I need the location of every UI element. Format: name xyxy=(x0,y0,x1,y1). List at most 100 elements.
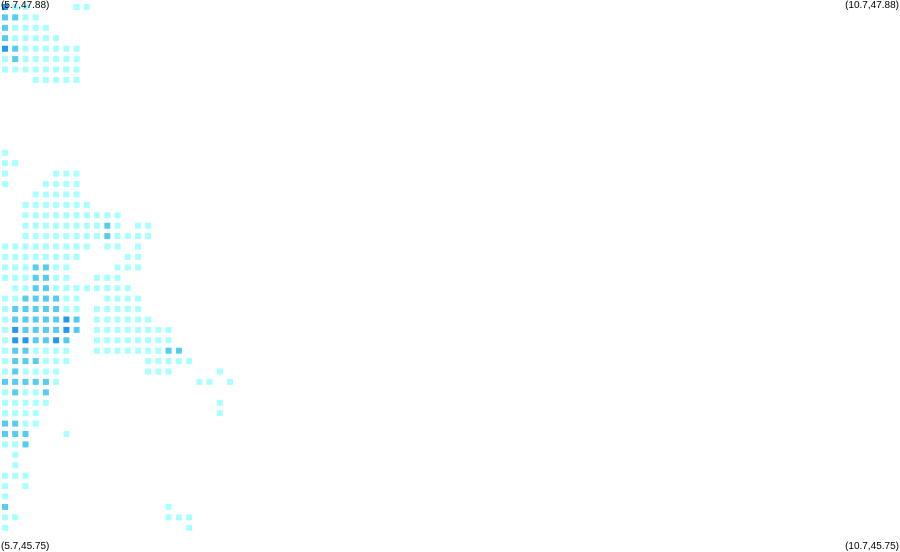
density-cell xyxy=(53,306,60,312)
density-cell xyxy=(83,4,90,10)
density-cell xyxy=(32,212,39,219)
density-cell xyxy=(42,316,49,323)
density-cell xyxy=(32,45,39,52)
density-cell xyxy=(94,212,100,219)
density-cell xyxy=(22,472,29,479)
density-cell xyxy=(73,243,80,250)
density-cell xyxy=(42,378,49,385)
density-cell xyxy=(32,316,39,323)
density-cell xyxy=(175,358,182,365)
density-cell xyxy=(63,254,70,260)
density-cell xyxy=(94,316,100,323)
corner-label-top-left: (5.7,47.88) xyxy=(1,0,50,11)
density-cell xyxy=(32,66,39,73)
density-cell xyxy=(83,243,90,250)
density-cell xyxy=(94,326,100,333)
density-cell xyxy=(145,326,152,333)
density-cell xyxy=(145,222,152,229)
density-cell xyxy=(53,181,60,188)
density-cell xyxy=(2,56,8,63)
density-cell xyxy=(53,222,60,229)
density-cell xyxy=(2,503,8,510)
density-cell xyxy=(73,295,80,302)
density-cell xyxy=(114,222,121,229)
density-cell xyxy=(12,56,19,63)
density-cell xyxy=(83,233,90,240)
density-cell xyxy=(135,306,141,312)
density-cell xyxy=(53,35,60,42)
density-cell xyxy=(94,233,100,240)
density-cell xyxy=(63,201,70,208)
density-cell xyxy=(2,337,8,344)
density-cell xyxy=(63,170,70,177)
density-cell xyxy=(73,76,80,83)
density-cell xyxy=(12,472,19,479)
density-cell xyxy=(22,378,29,385)
density-cell xyxy=(2,431,8,437)
density-cell xyxy=(135,222,141,229)
density-cell xyxy=(53,233,60,240)
density-cell xyxy=(22,431,29,437)
density-cell xyxy=(2,493,8,500)
density-cell xyxy=(32,24,39,31)
density-cell xyxy=(2,14,8,21)
density-cell xyxy=(2,254,8,260)
density-cell xyxy=(104,274,111,281)
density-cell xyxy=(63,191,70,198)
density-cell xyxy=(104,233,111,240)
density-cell xyxy=(12,160,19,167)
density-cell xyxy=(22,274,29,281)
density-cell xyxy=(63,243,70,250)
density-cell xyxy=(63,181,70,188)
density-cell xyxy=(12,451,19,458)
corner-label-top-right: (10.7,47.88) xyxy=(845,0,899,11)
density-cell xyxy=(124,347,131,354)
density-cell xyxy=(2,389,8,396)
density-cell xyxy=(12,24,19,31)
density-cell xyxy=(22,483,29,490)
density-cell xyxy=(12,431,19,437)
density-cell xyxy=(22,24,29,31)
density-cell xyxy=(124,316,131,323)
density-cell xyxy=(32,201,39,208)
density-cell xyxy=(42,181,49,188)
density-cell xyxy=(22,201,29,208)
density-cell xyxy=(104,306,111,312)
density-cell xyxy=(104,316,111,323)
density-cell xyxy=(22,295,29,302)
density-cell xyxy=(165,368,172,375)
density-cell xyxy=(22,399,29,406)
density-cell xyxy=(53,201,60,208)
density-cell xyxy=(22,56,29,63)
density-cell xyxy=(114,233,121,240)
density-cell xyxy=(53,295,60,302)
density-cell xyxy=(12,316,19,323)
density-cell xyxy=(63,295,70,302)
density-cell xyxy=(32,389,39,396)
density-cell xyxy=(124,285,131,292)
density-cell xyxy=(12,326,19,333)
density-cell xyxy=(155,326,162,333)
density-cell xyxy=(32,399,39,406)
density-cell xyxy=(135,233,141,240)
density-cell xyxy=(22,441,29,448)
density-cell xyxy=(12,337,19,344)
density-cell xyxy=(2,4,8,10)
density-cell xyxy=(12,378,19,385)
density-cell xyxy=(42,264,49,271)
density-cell xyxy=(12,514,19,521)
density-cell xyxy=(73,66,80,73)
density-cell xyxy=(2,358,8,365)
density-cell xyxy=(94,306,100,312)
density-cell xyxy=(73,285,80,292)
density-cell xyxy=(114,243,121,250)
density-cell xyxy=(2,24,8,31)
density-cell xyxy=(206,378,213,385)
density-cell xyxy=(73,222,80,229)
density-cell xyxy=(216,368,223,375)
density-cell xyxy=(2,326,8,333)
density-cell xyxy=(63,76,70,83)
density-cell xyxy=(42,76,49,83)
density-cell xyxy=(63,337,70,344)
density-cell xyxy=(12,66,19,73)
